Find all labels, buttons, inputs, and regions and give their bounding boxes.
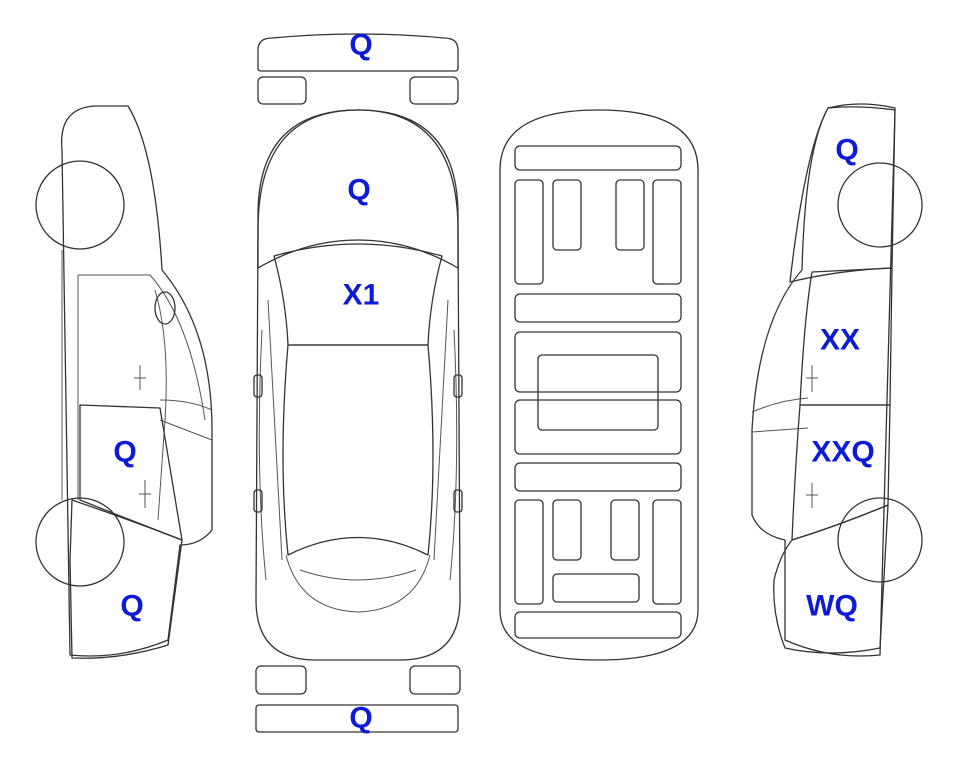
windshield-label: X1 [343, 279, 380, 312]
right-rear-wheel [837, 497, 923, 583]
left-front-wheel [35, 160, 125, 250]
right-front-window-label: XX [820, 324, 860, 357]
top-view-car [253, 109, 463, 661]
right-rear-window-panel[interactable] [791, 404, 891, 541]
right-front-wheel [837, 162, 923, 248]
right-front-fender-panel[interactable] [789, 103, 896, 283]
front-right-lamp [409, 76, 459, 105]
front-bumper-panel[interactable] [257, 33, 459, 72]
rear-bumper-panel[interactable] [255, 704, 459, 733]
right-door-handle-front [806, 365, 818, 392]
left-rear-wheel [35, 497, 125, 587]
right-rear-window-label: XXQ [811, 436, 874, 469]
left-door-handle [139, 480, 151, 508]
rear-right-lamp [409, 665, 461, 695]
underside-view [499, 109, 699, 661]
rear-left-lamp [255, 665, 307, 695]
right-door-handle-rear [806, 483, 818, 508]
right-side-view [751, 106, 896, 657]
hood-panel[interactable] [257, 109, 459, 269]
front-left-lamp [257, 76, 307, 105]
left-rear-quarter-label: Q [120, 590, 143, 623]
rear-bumper-label: Q [349, 702, 372, 735]
right-rear-quarter-label: WQ [806, 590, 858, 623]
left-front-door-panel[interactable] [79, 404, 183, 541]
right-rear-quarter-panel[interactable] [773, 504, 889, 654]
hood-label: Q [347, 174, 370, 207]
windshield-panel[interactable] [273, 243, 443, 346]
left-rear-quarter-panel[interactable] [69, 499, 183, 659]
left-front-door-label: Q [113, 436, 136, 469]
left-side-view [60, 105, 213, 657]
front-bumper-label: Q [349, 29, 372, 62]
right-front-fender-label: Q [835, 134, 858, 167]
